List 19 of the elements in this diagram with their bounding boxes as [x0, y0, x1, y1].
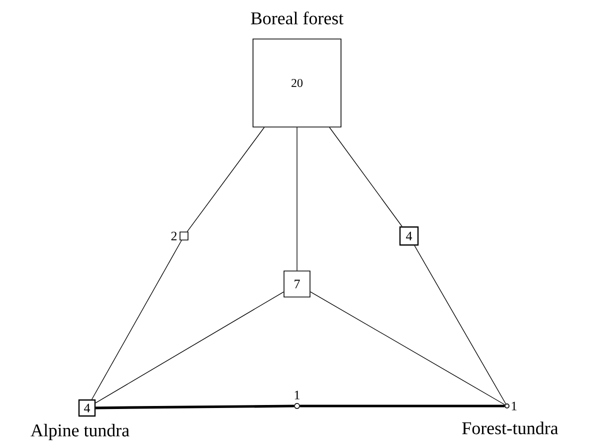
connector-line — [300, 404, 505, 408]
connector-line — [296, 127, 298, 271]
node-box: 4 — [399, 226, 419, 246]
node-box: 7 — [284, 270, 310, 298]
count-label: 1 — [512, 402, 516, 410]
place-label: Alpine tundra — [30, 424, 130, 440]
node-box: 20 — [252, 38, 342, 128]
connector-line — [329, 127, 402, 227]
count-label: 1 — [294, 390, 300, 400]
connector-line — [96, 404, 294, 410]
place-label: Forest-tundra — [462, 422, 558, 434]
place-label: Boreal forest — [250, 12, 344, 24]
node-box: 4 — [78, 399, 96, 417]
connector-line — [310, 291, 506, 406]
connector-line — [186, 127, 265, 232]
connector-line — [414, 245, 506, 404]
connector-line — [92, 240, 182, 400]
count-label: 2 — [171, 232, 177, 240]
connector-line — [95, 292, 284, 404]
